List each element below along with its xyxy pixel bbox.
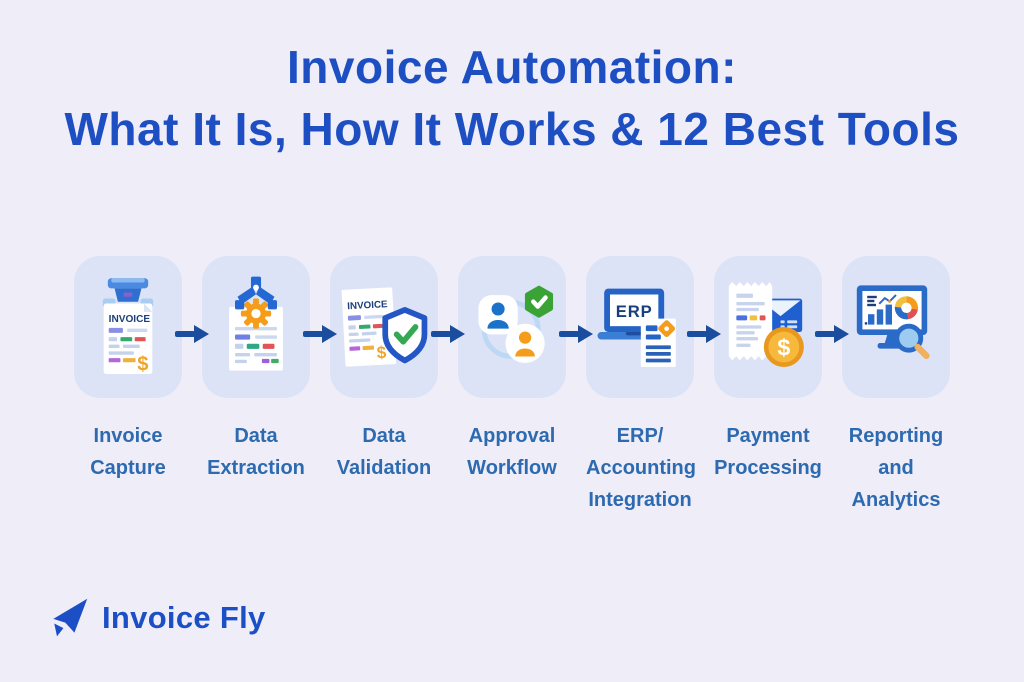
approval-workflow-icon	[478, 285, 554, 363]
invoice-fly-logo: Invoice Fly	[46, 596, 266, 640]
tile-reporting-analytics	[842, 256, 950, 398]
arrow-cell	[559, 256, 593, 398]
right-arrow-icon	[815, 325, 849, 343]
label-data-extraction: Data Extraction	[202, 420, 310, 516]
magnifier-icon	[894, 323, 930, 359]
workflow-labels: Invoice Capture Data Extraction Data Val…	[74, 420, 950, 516]
data-validation-icon: INVOICE $	[341, 287, 428, 367]
reporting-analytics-icon	[856, 285, 930, 359]
tile-payment-processing: $	[714, 256, 822, 398]
label-line: and	[878, 457, 914, 479]
label-line: Invoice	[93, 425, 163, 447]
label-invoice-capture: Invoice Capture	[74, 420, 182, 516]
erp-integration-icon: ERP	[597, 288, 676, 367]
arrow-cell	[815, 256, 849, 398]
right-arrow-icon	[303, 325, 337, 343]
label-line: Validation	[336, 457, 432, 479]
approver-person-blue	[487, 302, 509, 329]
payment-processing-icon: $	[728, 282, 804, 367]
donut-chart-icon	[894, 296, 918, 320]
label-line: ERP/	[616, 425, 664, 447]
paper-plane-icon	[53, 598, 88, 637]
dollar-sign: $	[137, 354, 148, 376]
page-title: Invoice Automation: What It Is, How It W…	[0, 36, 1024, 160]
page-title-line2: What It Is, How It Works & 12 Best Tools	[64, 103, 960, 155]
label-line: Data	[234, 425, 278, 447]
arrow-cell	[431, 256, 465, 398]
approver-person-orange	[515, 331, 535, 357]
right-arrow-icon	[687, 325, 721, 343]
label-line: Reporting	[848, 425, 944, 447]
approved-badge-icon	[524, 285, 554, 318]
tile-data-extraction	[202, 256, 310, 398]
logo-text: Invoice Fly	[102, 600, 266, 635]
label-line: Integration	[588, 489, 692, 511]
receipt-icon	[728, 282, 773, 361]
right-arrow-icon	[175, 325, 209, 343]
invoice-doc-title: INVOICE	[347, 299, 388, 312]
tile-data-validation: INVOICE $	[330, 256, 438, 398]
right-arrow-icon	[559, 325, 593, 343]
data-extraction-icon	[229, 276, 283, 371]
tile-erp-integration: ERP	[586, 256, 694, 398]
dollar-sign: $	[376, 342, 387, 362]
label-approval-workflow: Approval Workflow	[458, 420, 566, 516]
label-data-validation: Data Validation	[330, 420, 438, 516]
invoice-doc-title: INVOICE	[109, 314, 151, 325]
shield-check-icon	[382, 306, 428, 364]
label-erp-integration: ERP/ Accounting Integration	[586, 420, 696, 516]
arrow-cell	[687, 256, 721, 398]
label-line: Analytics	[851, 489, 941, 511]
arrow-cell	[175, 256, 209, 398]
label-reporting-analytics: Reporting and Analytics	[842, 420, 950, 516]
tile-approval-workflow	[458, 256, 566, 398]
label-line: Capture	[90, 457, 166, 479]
label-payment-processing: Payment Processing	[714, 420, 822, 516]
label-line: Extraction	[207, 457, 305, 479]
erp-screen-text: ERP	[616, 302, 653, 321]
workflow-row: INVOICE $	[74, 256, 950, 398]
label-line: Processing	[714, 457, 822, 479]
arrow-cell	[303, 256, 337, 398]
page-title-line1: Invoice Automation:	[287, 41, 737, 93]
right-arrow-icon	[431, 325, 465, 343]
invoice-capture-icon: INVOICE $	[102, 278, 154, 376]
label-line: Approval	[468, 425, 556, 447]
label-line: Payment	[726, 425, 810, 447]
label-line: Accounting	[586, 457, 696, 479]
label-line: Data	[362, 425, 406, 447]
label-line: Workflow	[467, 457, 557, 479]
tile-invoice-capture: INVOICE $	[74, 256, 182, 398]
dollar-sign: $	[777, 334, 790, 360]
